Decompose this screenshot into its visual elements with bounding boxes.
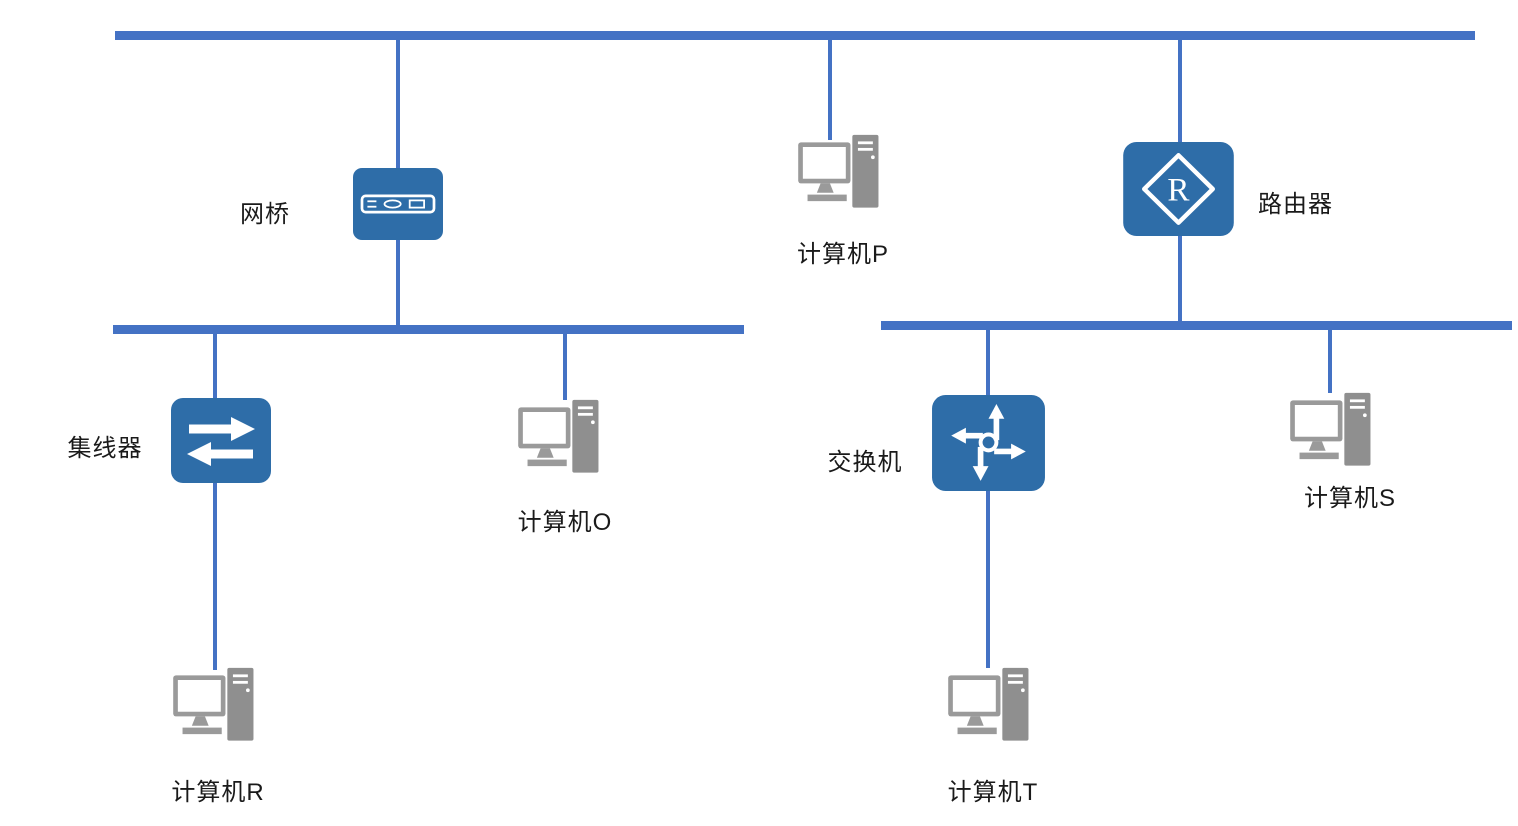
connector-leftbus-hub: [213, 334, 217, 398]
hub-icon: [171, 398, 271, 483]
computer-s-label: 计算机S: [1303, 485, 1396, 512]
top-bus-line: [115, 31, 1475, 40]
computer-r-label: 计算机R: [171, 779, 265, 806]
connector-topbus-router: [1178, 40, 1182, 142]
connector-topbus-bridge: [396, 40, 400, 168]
connector-router-rightbus: [1178, 235, 1182, 327]
computer-icon: [1290, 392, 1371, 466]
connector-hub-computer-r: [213, 482, 217, 670]
computer-r-node: [168, 666, 268, 750]
switch-label: 交换机: [827, 449, 903, 476]
router-icon: R: [1123, 142, 1234, 236]
computer-icon: [948, 667, 1029, 741]
computer-t-label: 计算机T: [947, 779, 1039, 806]
hub-label: 集线器: [67, 435, 143, 462]
right-lower-bus-line: [881, 321, 1512, 330]
computer-icon: [173, 667, 254, 741]
switch-icon: [932, 395, 1045, 491]
svg-text:R: R: [1167, 172, 1190, 209]
connector-rightbus-computer-s: [1328, 330, 1332, 393]
connector-leftbus-computer-o: [563, 334, 567, 400]
router-node: R: [1122, 142, 1235, 236]
computer-o-label: 计算机O: [517, 509, 613, 536]
computer-p-node: [793, 133, 893, 217]
bridge-label: 网桥: [240, 201, 290, 228]
computer-t-node: [943, 666, 1043, 750]
connector-bridge-leftbus: [396, 240, 400, 330]
computer-s-node: [1285, 391, 1385, 475]
computer-p-label: 计算机P: [796, 241, 889, 268]
connector-topbus-computer-p: [828, 40, 832, 140]
computer-o-node: [513, 398, 613, 482]
connector-switch-computer-t: [986, 490, 990, 668]
computer-icon: [798, 134, 879, 208]
router-label: 路由器: [1258, 191, 1333, 218]
left-lower-bus-line: [113, 325, 744, 334]
bridge-icon: [353, 168, 443, 240]
bridge-node: [352, 168, 444, 240]
hub-node: [170, 398, 272, 483]
computer-icon: [518, 399, 599, 473]
switch-node: [932, 395, 1045, 491]
connector-rightbus-switch: [986, 330, 990, 395]
